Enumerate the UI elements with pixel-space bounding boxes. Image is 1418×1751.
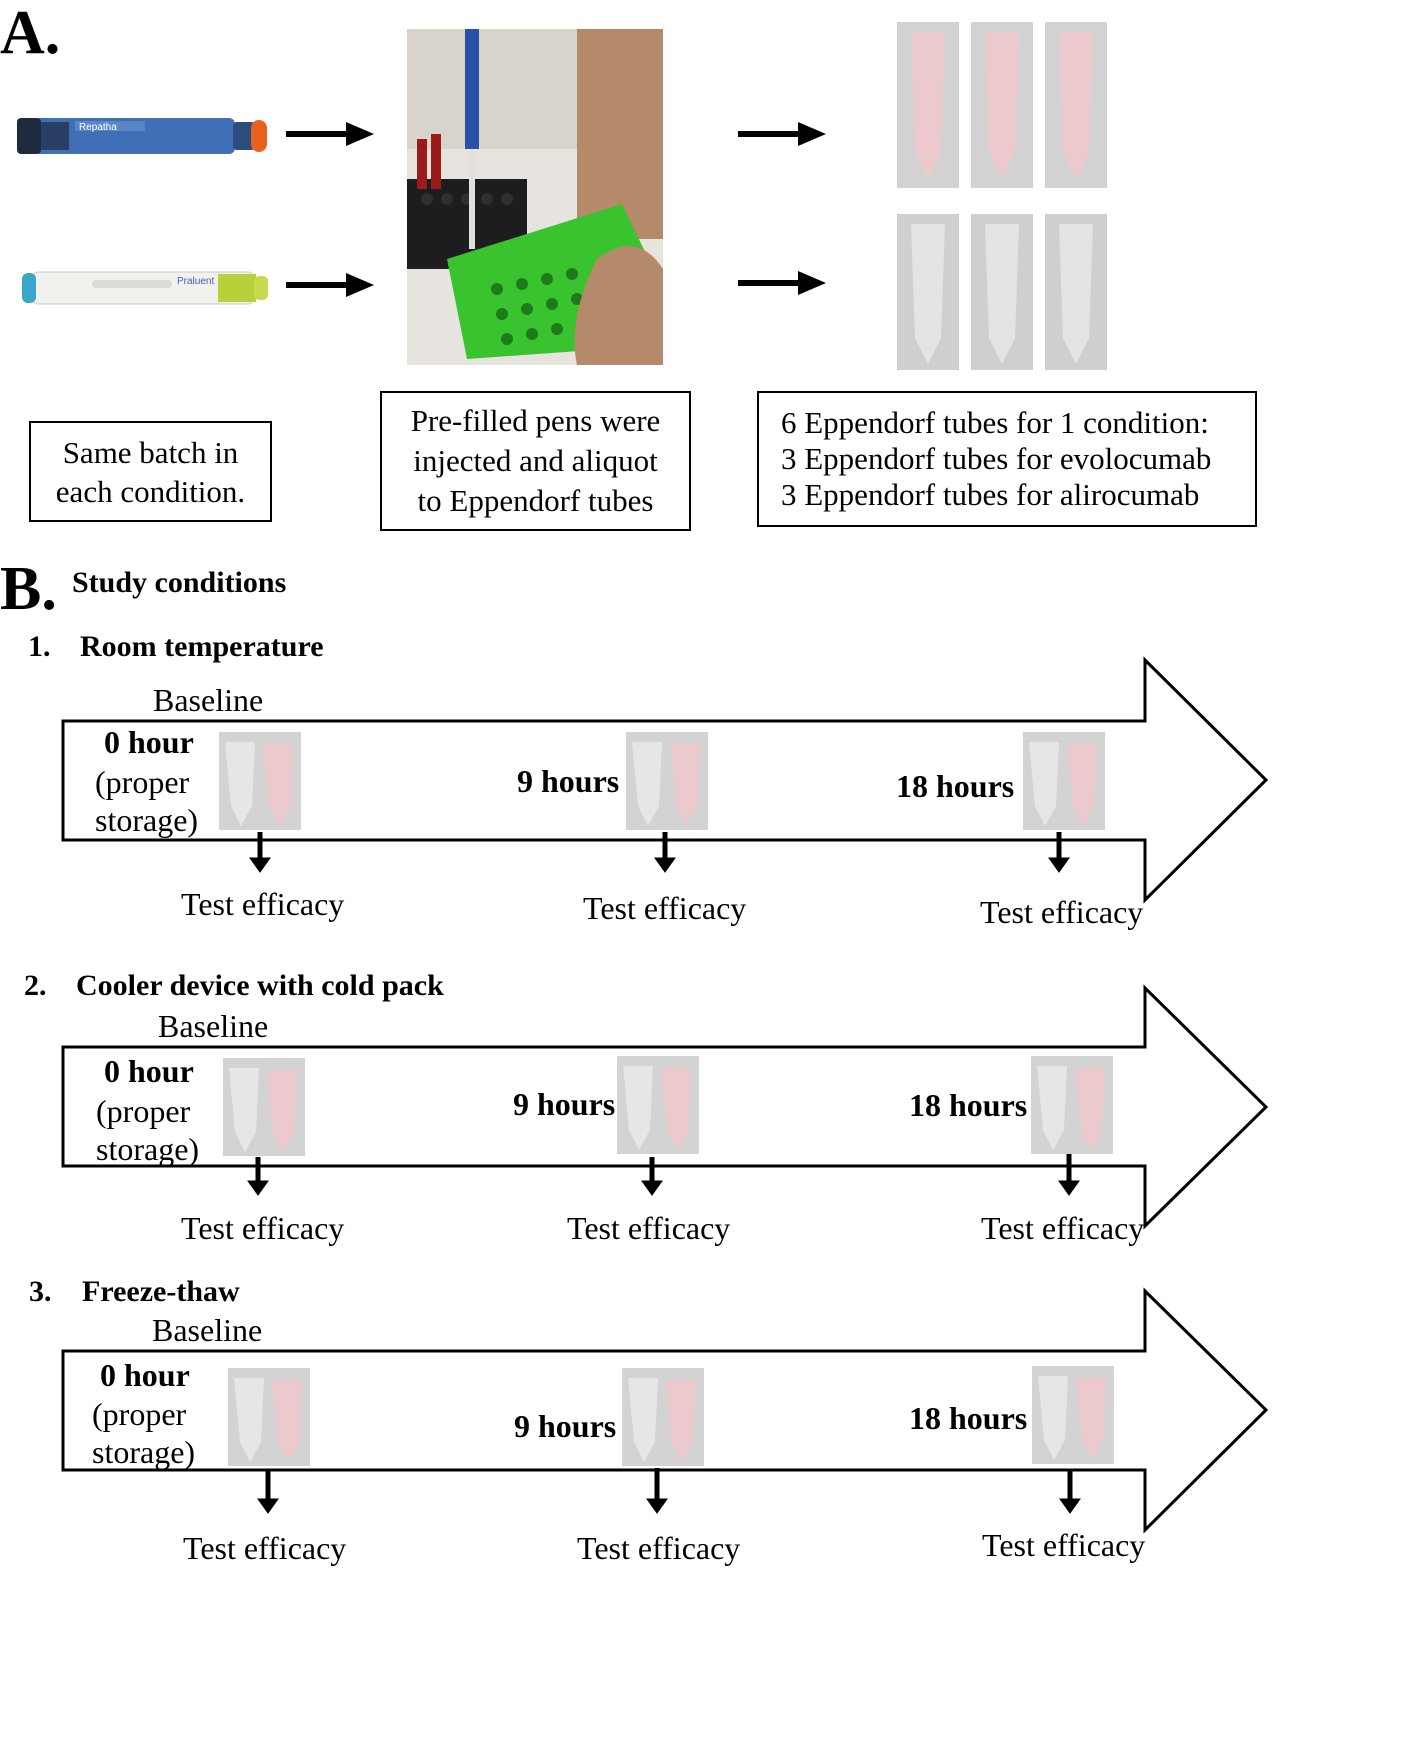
tubes-photo-1-9 <box>626 732 708 830</box>
condition-1-t18: 18 hours <box>896 768 1015 804</box>
condition-2-t0: 0 hour <box>104 1053 194 1089</box>
condition-3-t0-sub2: storage) <box>92 1434 196 1470</box>
alirocumab-pen-drawing: Praluent <box>22 271 268 305</box>
tubes-photo-2-18 <box>1031 1056 1113 1154</box>
tubes-photo-1-0 <box>219 732 301 830</box>
down-arrow-2-9 <box>641 1157 663 1196</box>
alirocumab-pen-image: Praluent <box>22 266 270 310</box>
condition-2-t9: 9 hours <box>513 1086 616 1122</box>
down-arrow-3-9 <box>646 1468 668 1514</box>
condition-2-test-9: Test efficacy <box>567 1210 731 1246</box>
condition-2-title: Cooler device with cold pack <box>76 969 444 1002</box>
condition-3-test-0: Test efficacy <box>183 1530 347 1566</box>
same-batch-box: Same batch in each condition. <box>29 421 272 522</box>
condition-3-number: 3. <box>29 1275 52 1308</box>
eppendorf-tubes-box: 6 Eppendorf tubes for 1 condition: 3 Epp… <box>757 391 1257 527</box>
condition-2-t18: 18 hours <box>909 1087 1028 1123</box>
condition-1-test-0: Test efficacy <box>181 886 345 922</box>
prefilled-line-3: to Eppendorf tubes <box>417 483 654 518</box>
prefilled-line-2: injected and aliquot <box>413 443 658 478</box>
condition-1-t0-sub2: storage) <box>95 802 199 838</box>
condition-1-t0-sub1: (proper <box>95 764 190 800</box>
down-arrow-1-9 <box>654 832 676 873</box>
prefilled-line-1: Pre-filled pens were <box>410 403 661 438</box>
evolocumab-pen-drawing: Repatha <box>17 118 267 154</box>
down-arrow-1-0 <box>249 832 271 873</box>
same-batch-line-1: Same batch in <box>62 434 239 470</box>
condition-3-t9: 9 hours <box>514 1408 617 1444</box>
clear-tubes-photo <box>897 214 1107 370</box>
condition-1-number: 1. <box>28 630 51 663</box>
down-arrow-2-0 <box>247 1157 269 1196</box>
condition-3-t0: 0 hour <box>100 1357 190 1393</box>
panel-a-letter: A. <box>0 0 61 67</box>
pen1-label-text: Repatha <box>79 122 117 133</box>
eppendorf-line-1: 6 Eppendorf tubes for 1 condition: <box>781 405 1209 440</box>
condition-1-test-9: Test efficacy <box>583 890 747 926</box>
prefilled-pens-box: Pre-filled pens were injected and aliquo… <box>380 391 691 531</box>
tubes-photo-3-18 <box>1032 1366 1114 1464</box>
condition-2-number: 2. <box>24 969 47 1002</box>
panel-a-arrows <box>286 122 826 297</box>
condition-2-t0-sub1: (proper <box>96 1093 191 1129</box>
condition-3-title: Freeze-thaw <box>82 1275 240 1308</box>
condition-2-test-0: Test efficacy <box>181 1210 345 1246</box>
condition-3-t18: 18 hours <box>909 1400 1028 1436</box>
down-arrow-3-18 <box>1059 1470 1081 1514</box>
pen2-label-text: Praluent <box>177 276 214 287</box>
condition-1-t0: 0 hour <box>104 724 194 760</box>
tubes-photo-1-18 <box>1023 732 1105 830</box>
tubes-photo-3-9 <box>622 1368 704 1466</box>
study-conditions-heading: Study conditions <box>72 566 287 599</box>
same-batch-line-2: each condition. <box>55 473 246 509</box>
pipetting-photo-drawing <box>407 29 663 365</box>
arrow-pen2-to-photo <box>286 273 374 297</box>
tubes-photo-2-0 <box>223 1058 305 1156</box>
eppendorf-line-3: 3 Eppendorf tubes for alirocumab <box>781 477 1200 512</box>
condition-1-title: Room temperature <box>80 630 324 663</box>
evolocumab-pen-image: Repatha <box>15 112 267 160</box>
panel-b-letter: B. <box>0 555 57 623</box>
condition-1-baseline: Baseline <box>153 682 264 718</box>
down-arrow-1-18 <box>1048 832 1070 873</box>
arrow-photo-to-clear-tubes <box>738 271 826 295</box>
condition-3-test-9: Test efficacy <box>577 1530 741 1566</box>
pink-tubes-photo <box>897 22 1107 188</box>
tubes-photo-3-0 <box>228 1368 310 1466</box>
condition-3-test-18: Test efficacy <box>982 1527 1146 1563</box>
condition-2-test-18: Test efficacy <box>981 1210 1145 1246</box>
condition-2-baseline: Baseline <box>158 1008 269 1044</box>
arrow-photo-to-pink-tubes <box>738 122 826 146</box>
arrow-pen1-to-photo <box>286 122 374 146</box>
clear-tubes-drawing <box>897 214 1107 370</box>
down-arrow-3-0 <box>257 1470 279 1514</box>
eppendorf-line-2: 3 Eppendorf tubes for evolocumab <box>781 441 1212 476</box>
pink-tubes-drawing <box>897 22 1107 188</box>
condition-3-baseline: Baseline <box>152 1312 263 1348</box>
down-arrow-2-18 <box>1058 1152 1080 1196</box>
condition-2-t0-sub2: storage) <box>96 1131 200 1167</box>
condition-1-test-18: Test efficacy <box>980 894 1144 930</box>
tubes-photo-2-9 <box>617 1056 699 1154</box>
condition-1-t9: 9 hours <box>517 763 620 799</box>
condition-3-t0-sub1: (proper <box>92 1396 187 1432</box>
pipetting-photo <box>407 29 663 365</box>
